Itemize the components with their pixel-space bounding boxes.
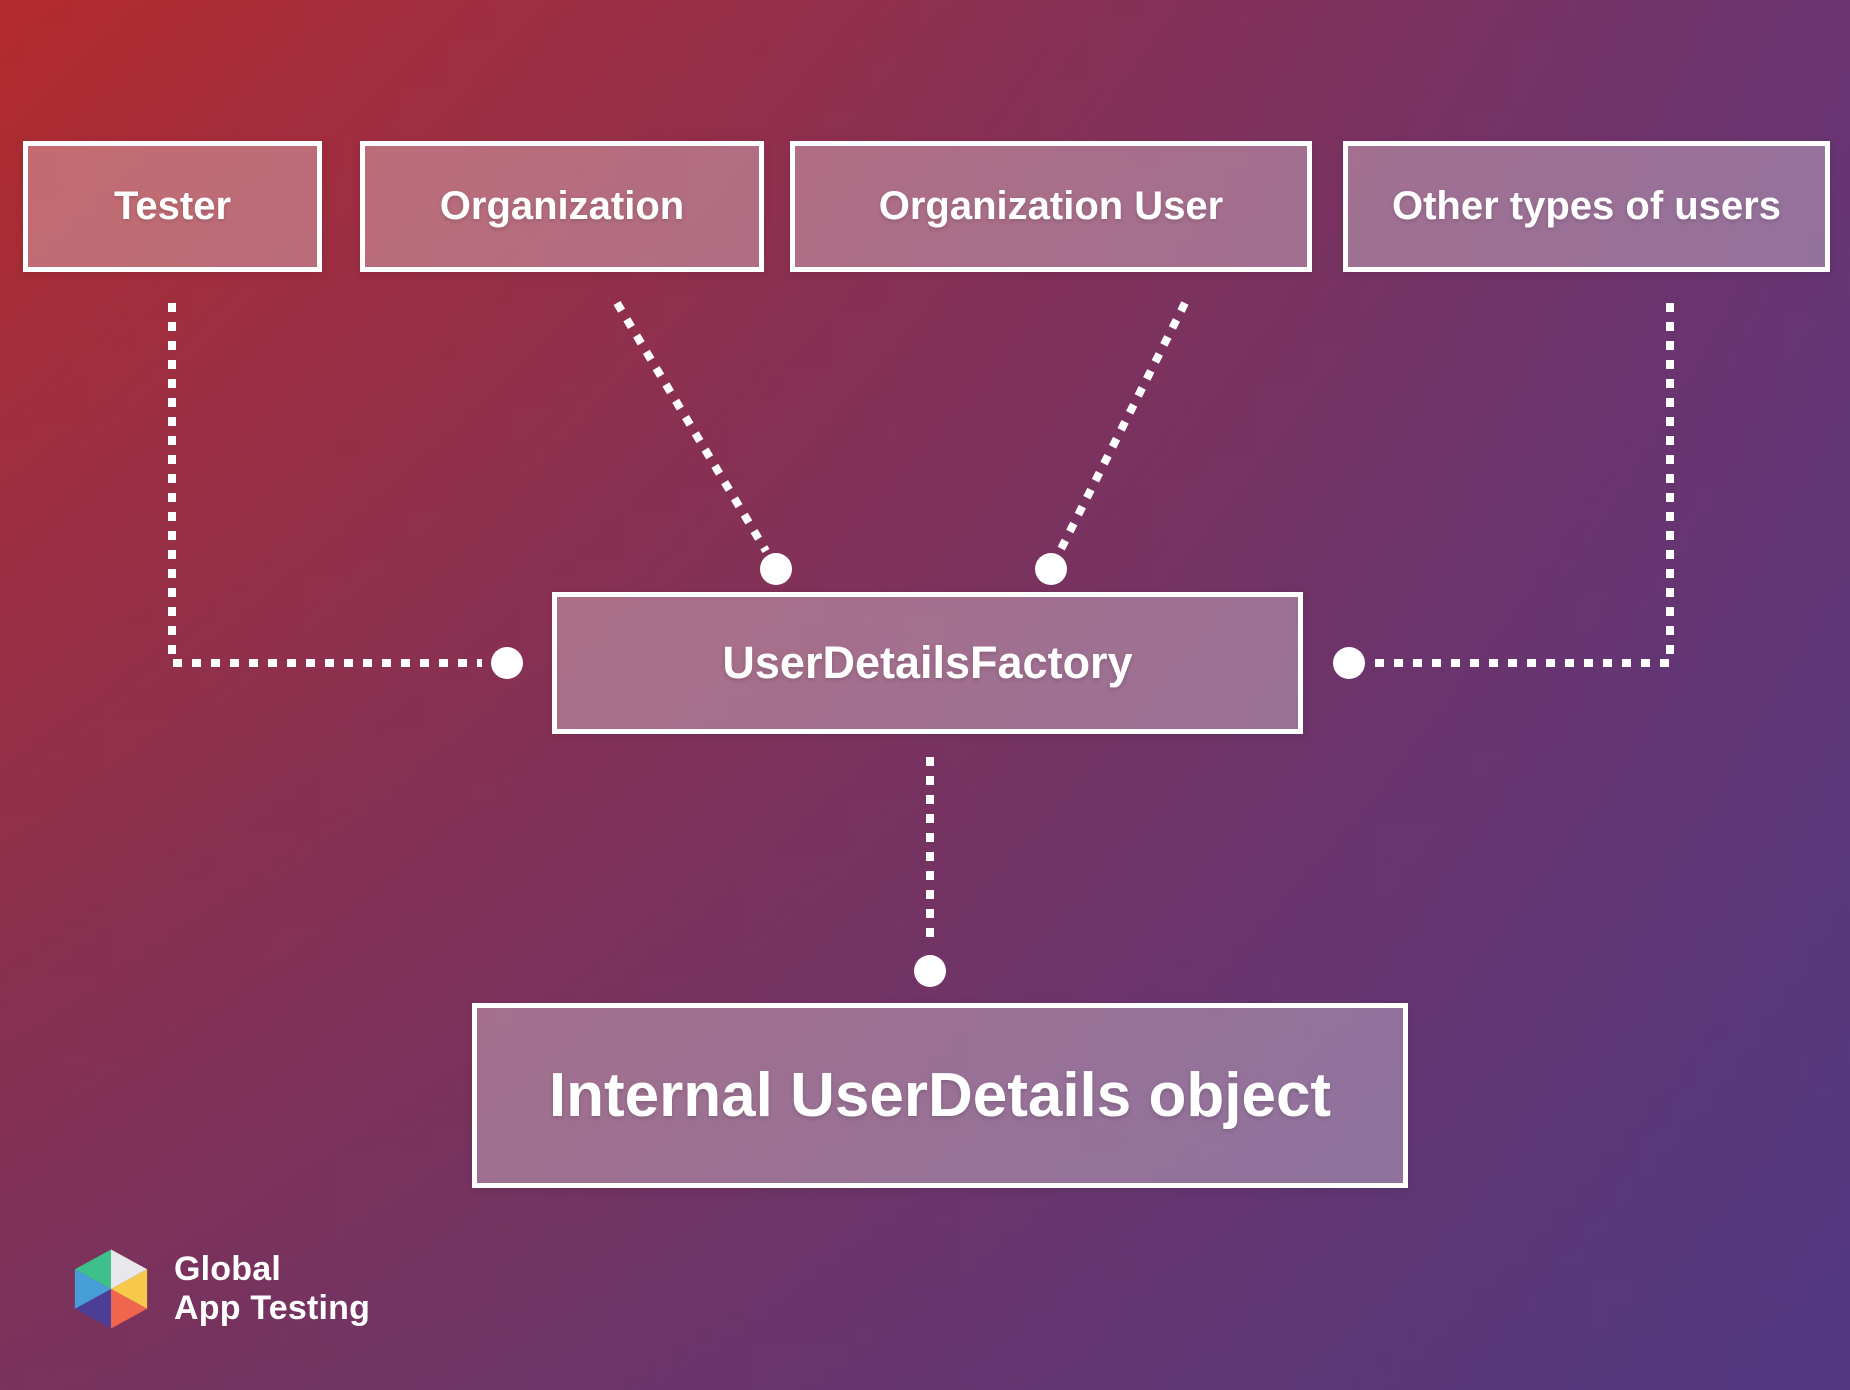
box-other-types-of-users-label: Other types of users (1391, 184, 1781, 228)
connector-dot-bottom (914, 955, 946, 987)
connector-organization-to-factory (613, 300, 770, 554)
box-tester-label: Tester (113, 184, 232, 228)
logo-hex-purple-segment (74, 1289, 111, 1329)
box-organization: Organization (360, 141, 764, 272)
logo-hex-green-segment (74, 1249, 111, 1289)
global-app-testing-logo-icon (74, 1249, 148, 1329)
logo-hex-orange-segment (111, 1289, 148, 1329)
box-user-details-factory: UserDetailsFactory (552, 592, 1303, 734)
logo-wordmark-line2: App Testing (174, 1289, 371, 1327)
box-organization-user-label: Organization User (878, 184, 1224, 228)
global-app-testing-logo: Global App Testing (64, 1246, 370, 1332)
logo-hex-blue-segment (74, 1269, 111, 1309)
box-other-types-of-users: Other types of users (1343, 141, 1830, 272)
connector-other-users-to-factory (1373, 303, 1674, 667)
logo-hex-yellow-segment (111, 1269, 148, 1309)
connector-dot-left (491, 647, 523, 679)
logo-wordmark: Global App Testing (174, 1250, 370, 1328)
box-organization-user: Organization User (790, 141, 1312, 272)
box-user-details-factory-label: UserDetailsFactory (722, 637, 1133, 688)
logo-wordmark-line1: Global (174, 1250, 281, 1288)
box-organization-label: Organization (439, 184, 685, 228)
connector-dot-top-right (1035, 553, 1067, 585)
connector-dot-right (1333, 647, 1365, 679)
box-tester: Tester (23, 141, 322, 272)
connector-organization-user-to-factory (1056, 301, 1189, 553)
box-internal-user-details-object: Internal UserDetails object (472, 1003, 1408, 1188)
connector-tester-to-factory (168, 303, 482, 667)
box-internal-user-details-object-label: Internal UserDetails object (548, 1061, 1332, 1130)
connector-dot-top-left (760, 553, 792, 585)
logo-hex-white-segment (111, 1249, 148, 1289)
